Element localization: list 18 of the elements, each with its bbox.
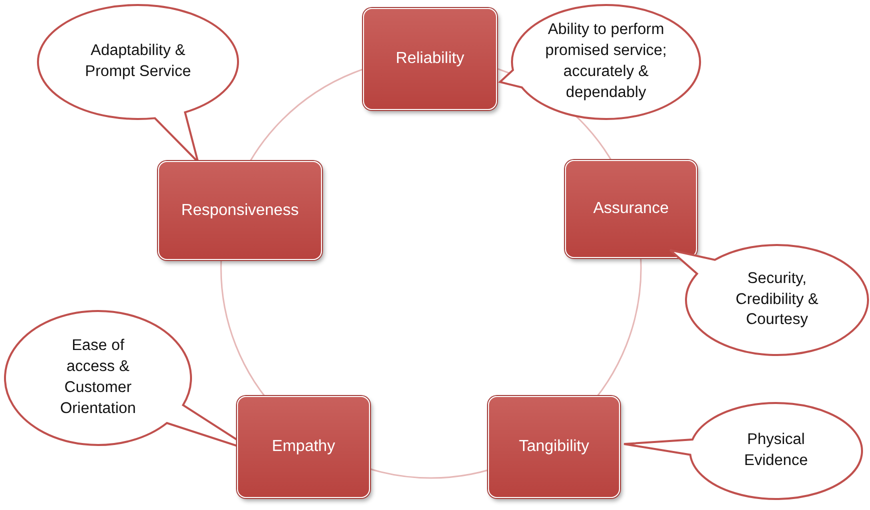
dimension-box (158, 161, 322, 260)
callout-text: Ability to perform promised service; accurately & dependably (544, 20, 668, 103)
callout-text: Security, Credibility & Courtesy (734, 268, 820, 330)
speech-bubble (498, 3, 702, 121)
dimension-box (237, 396, 370, 498)
callout-text: Adaptability & Prompt Service (84, 41, 192, 82)
dimension-label: Reliability (396, 50, 464, 68)
speech-bubble (668, 243, 870, 357)
dimension-box (488, 396, 620, 498)
dimension-label: Empathy (272, 438, 336, 456)
dimension-label: Tangibility (518, 438, 590, 456)
dimension-label: Assurance (593, 200, 669, 218)
callout-text: Ease of access & Customer Orientation (59, 336, 137, 419)
dimension-label: Responsiveness (181, 202, 299, 220)
speech-bubble (622, 401, 864, 501)
dimension-box (565, 160, 697, 258)
callout-text: Physical Evidence (743, 430, 809, 471)
dimension-box (363, 8, 497, 110)
